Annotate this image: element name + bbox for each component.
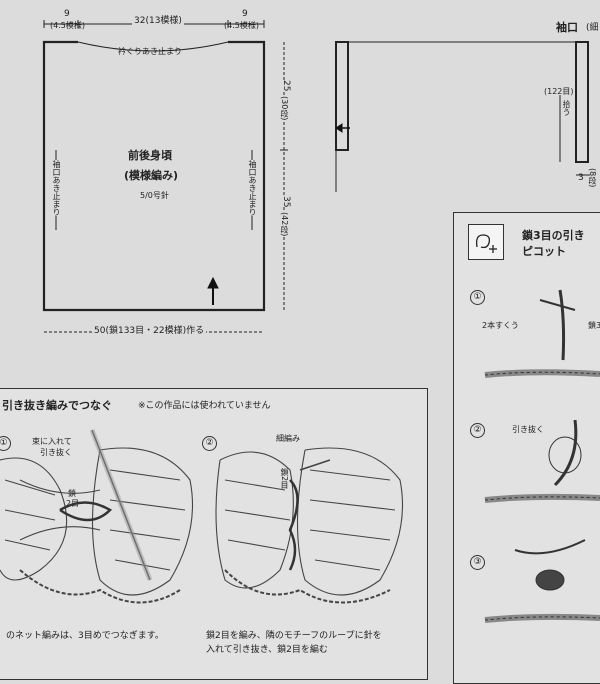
body-outline	[42, 40, 266, 312]
armhole-note-right: 袖口あき止まり	[248, 160, 257, 216]
neck-note: 衿ぐりあき止まり	[118, 47, 182, 56]
label-pull: 引き抜く	[40, 448, 72, 457]
picot-step-2: ②	[470, 423, 485, 438]
picot-symbol-icon	[468, 224, 504, 260]
caption-left: のネット編みは、3目めでつなぎます。	[6, 631, 164, 641]
dim-left-top: 9	[64, 9, 70, 19]
picot-step-1: ①	[470, 290, 485, 305]
label-sc: 細編み	[276, 434, 300, 443]
dim-right-top: 9	[242, 9, 248, 19]
armhole-note-left: 袖口あき止まり	[52, 160, 61, 216]
dim-upper-sub: (30段)	[280, 96, 289, 121]
slipjoin-illustrations	[0, 429, 404, 604]
dim-lower: 35	[281, 196, 291, 208]
pattern-page: 9 (4.5模様) 32(13模様) 9 (4.5模様) 衿ぐりあき止まり 25…	[0, 9, 600, 684]
picot-illustrations	[484, 289, 600, 623]
dim-right-top-sub: (4.5模様)	[224, 21, 259, 30]
sleeve-rows-sub: (8段)	[588, 168, 597, 188]
picot-two-strands: 2本すくう	[482, 321, 519, 330]
label-chain2c: 鎖2目	[280, 468, 289, 490]
direction-arrow-icon	[207, 276, 219, 305]
picot-chain3: 鎖3	[588, 321, 600, 330]
sleeve-arrow-icon	[335, 123, 350, 133]
dim-center-top: 32(13模様)	[132, 16, 184, 26]
piece-subtitle: (模様編み)	[124, 169, 179, 182]
slipjoin-step-2: ②	[202, 436, 217, 451]
neck-curve	[77, 41, 229, 52]
bottom-dimension: 50(鎖133目・22模様)作る	[92, 326, 207, 336]
piece-title: 前後身頃	[128, 149, 172, 162]
picot-title-2: ピコット	[522, 245, 566, 258]
sleeve-rows: 3	[578, 173, 584, 183]
sleeve-label-cut: (細	[586, 23, 599, 33]
sleeve-band-left	[335, 41, 349, 151]
sleeve-pick-count: (122目)	[544, 87, 574, 96]
picot-title-1: 鎖3目の引き	[522, 229, 585, 242]
dim-left-top-sub: (4.5模様)	[50, 21, 85, 30]
caption-right-1: 鎖2目を編み、隣のモチーフのループに針を	[206, 631, 382, 641]
sleeve-pick-word: 拾う	[562, 100, 571, 116]
slipjoin-title: 引き抜き編みでつなぐ	[2, 399, 112, 412]
sleeve-band-right	[575, 41, 589, 163]
hook-size: 5/0号針	[140, 191, 169, 200]
label-bundle: 束に入れて	[32, 437, 72, 446]
slipjoin-step-1: ①	[0, 436, 11, 451]
caption-right-2: 入れて引き抜き、鎖2目を編む	[206, 645, 328, 655]
sleeve-label: 袖口	[556, 21, 578, 34]
slipjoin-note: ※この作品には使われていません	[138, 401, 271, 411]
dim-lower-sub: (42段)	[280, 212, 289, 237]
picot-step-3: ③	[470, 555, 485, 570]
dim-upper: 25	[281, 80, 291, 92]
picot-pull-through: 引き抜く	[512, 425, 544, 434]
